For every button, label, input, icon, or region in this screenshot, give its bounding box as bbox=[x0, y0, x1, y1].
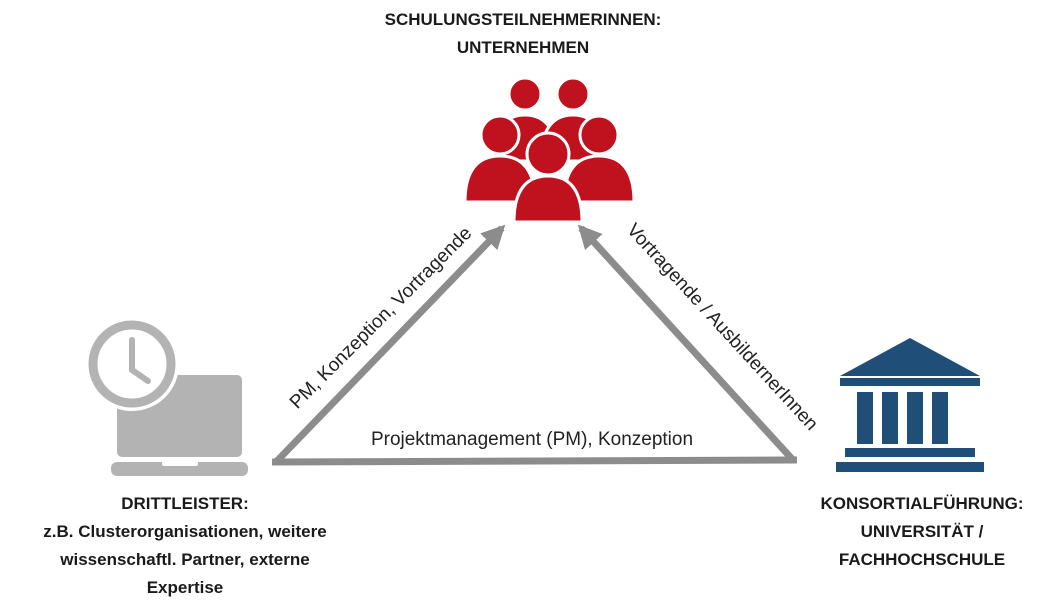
laptop-clock-icon bbox=[85, 317, 248, 476]
edge-label-right: Vortragende / AusbildernerInnen bbox=[622, 220, 822, 435]
node-top-label: SCHULUNGSTEILNEHMERINNEN: UNTERNEHMEN bbox=[323, 6, 723, 62]
arrow-left-to-top bbox=[273, 224, 506, 465]
node-right-line-2: UNIVERSITÄT / bbox=[860, 522, 984, 541]
node-right-line-1: KONSORTIALFÜHRUNG: bbox=[820, 494, 1024, 513]
node-left-line-3: wissenschaftl. Partner, externe bbox=[60, 550, 310, 569]
university-building-icon bbox=[836, 338, 984, 472]
line-bottom bbox=[271, 456, 798, 466]
node-left-line-4: Expertise bbox=[146, 578, 224, 597]
node-left-label: DRITTLEISTER: z.B. Clusterorganisationen… bbox=[0, 490, 370, 602]
node-left-line-1: DRITTLEISTER: bbox=[121, 494, 249, 513]
node-left-line-2: z.B. Clusterorganisationen, weitere bbox=[43, 522, 327, 541]
node-right-line-3: FACHHOCHSCHULE bbox=[838, 550, 1006, 569]
node-top-line-2: UNTERNEHMEN bbox=[456, 38, 590, 57]
edge-label-left: PM, Konzeption, Vortragende bbox=[286, 223, 476, 413]
people-group-icon bbox=[463, 76, 636, 224]
node-right-label: KONSORTIALFÜHRUNG: UNIVERSITÄT / FACHHOC… bbox=[797, 490, 1047, 574]
arrow-right-to-top bbox=[577, 224, 796, 463]
edge-label-bottom: Projektmanagement (PM), Konzeption bbox=[371, 429, 693, 450]
node-top-line-1: SCHULUNGSTEILNEHMERINNEN: bbox=[384, 10, 662, 29]
